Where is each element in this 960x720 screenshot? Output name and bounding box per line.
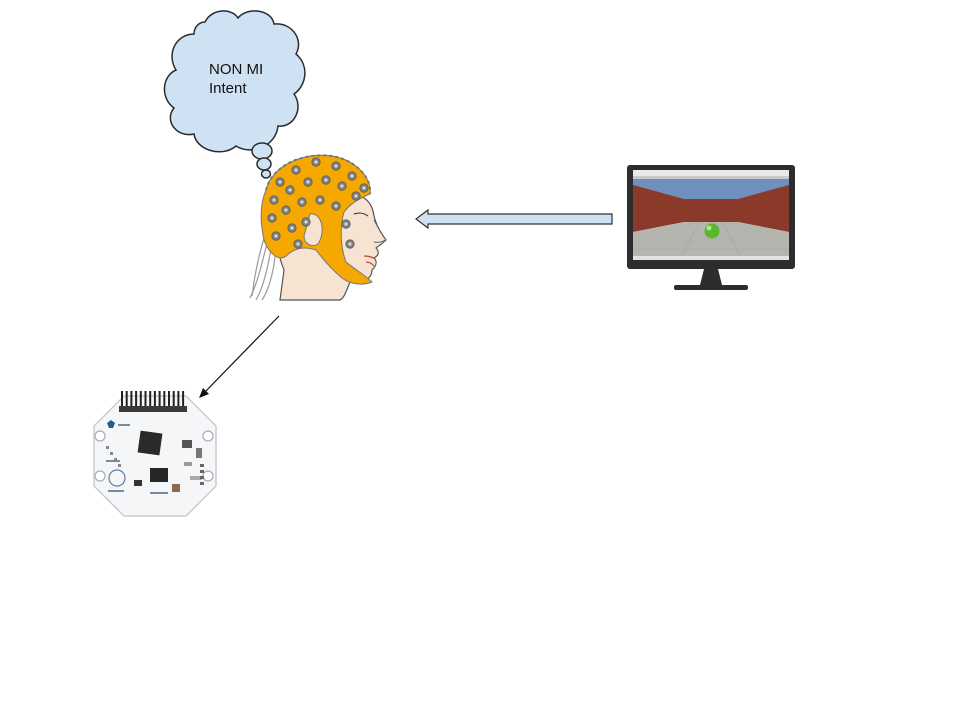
thought-dot-medium: [256, 157, 272, 171]
virtual-back-wall: [684, 199, 738, 222]
monitor-stand: [700, 269, 722, 285]
electrode-center: [304, 220, 308, 224]
monitor: [627, 165, 795, 290]
mounting-hole-bottom-right: [202, 470, 214, 482]
header-pin: [130, 391, 133, 407]
silkscreen-marks: [106, 424, 168, 494]
header-pin: [182, 391, 185, 407]
thought-bubble: [163, 10, 306, 179]
electrode-center: [334, 204, 338, 208]
component: [172, 484, 180, 492]
header-pin: [163, 391, 166, 407]
header-pin: [177, 391, 180, 407]
header-pin: [158, 391, 161, 407]
eeg-cap-edge: [265, 154, 372, 195]
nose: [373, 219, 387, 243]
header-pin-strip: [119, 406, 187, 412]
edge-pins-left: [106, 446, 121, 467]
header-pin: [153, 391, 156, 407]
signal-arrow: [199, 315, 280, 398]
header-pin: [149, 391, 152, 407]
electrode-center: [278, 180, 282, 184]
header-pin: [125, 391, 128, 407]
virtual-sky: [633, 179, 789, 199]
mounting-hole-left: [94, 430, 106, 442]
feedback-arrow: [415, 208, 613, 230]
head-with-eeg-cap: [249, 154, 387, 301]
electrode-center: [348, 242, 352, 246]
monitor-base: [674, 285, 748, 290]
openbci-board: [93, 391, 217, 517]
electrode-center: [340, 184, 344, 188]
electrode-center: [306, 180, 310, 184]
header-pin: [139, 391, 142, 407]
thought-text-line2: Intent: [209, 80, 247, 97]
header-pin: [144, 391, 147, 407]
virtual-ball: [704, 223, 720, 239]
electrode-center: [270, 216, 274, 220]
component: [196, 448, 202, 458]
virtual-right-wall: [738, 185, 789, 232]
component: [182, 440, 192, 448]
header-pin: [172, 391, 175, 407]
electrode-center: [290, 226, 294, 230]
mounting-hole-bottom-left: [94, 470, 106, 482]
open-hardware-logo: [107, 420, 115, 428]
electrode-center: [284, 208, 288, 212]
mounting-hole-right: [202, 430, 214, 442]
electrode-center: [362, 186, 366, 190]
component: [190, 476, 202, 480]
electrode-center: [344, 222, 348, 226]
header-pin: [121, 391, 123, 407]
floor-grid: [633, 221, 789, 259]
small-chip: [134, 480, 142, 486]
electrode-center: [318, 198, 322, 202]
thought-dot-large: [251, 142, 273, 160]
edge-pins-right: [200, 464, 204, 485]
electrode-center: [274, 234, 278, 238]
header-pin: [135, 391, 138, 407]
thought-text-line1: NON MI: [209, 61, 264, 78]
thought-dot-small: [260, 169, 272, 179]
eye: [353, 212, 369, 217]
electrode-center: [354, 194, 358, 198]
ball-highlight: [706, 225, 712, 231]
monitor-screen: [633, 170, 789, 260]
electrode-center: [294, 168, 298, 172]
electrode-center: [288, 188, 292, 192]
main-chip: [137, 430, 163, 456]
electrode-center: [272, 198, 276, 202]
electrode-center: [324, 178, 328, 182]
electrode-center: [350, 174, 354, 178]
secondary-chip: [150, 468, 168, 482]
virtual-left-wall: [633, 185, 684, 232]
eeg-electrodes: [267, 157, 369, 249]
electrode-center: [314, 160, 318, 164]
header-pin: [168, 391, 170, 407]
component: [184, 462, 192, 466]
electrode-center: [334, 164, 338, 168]
header-pins: [121, 391, 185, 407]
electrode-center: [300, 200, 304, 204]
lips: [363, 255, 377, 267]
brain-logo: [108, 469, 126, 487]
electrode-center: [296, 242, 300, 246]
